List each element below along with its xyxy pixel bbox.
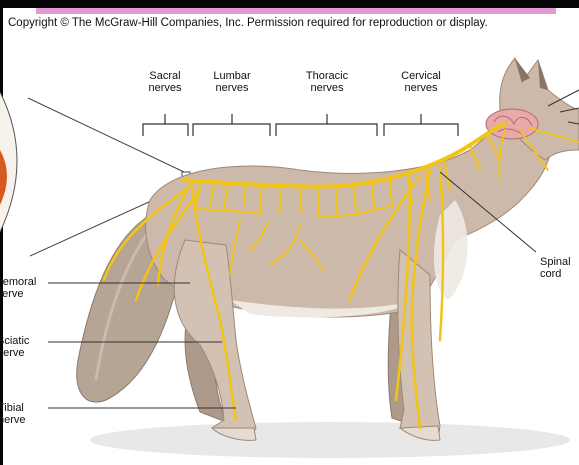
cervical-bracket: [384, 124, 458, 136]
cervical-nerves-label: Cervical nerves: [386, 70, 456, 94]
thoracic-bracket: [276, 124, 377, 136]
tibial-nerve-label: Tibial nerve: [0, 402, 58, 426]
floor-shadow: [90, 422, 570, 458]
lumbar-nerves-label: Lumbar nerves: [200, 70, 264, 94]
brain: [486, 109, 538, 139]
sacral-bracket: [143, 124, 188, 136]
inset-zoom-line-top: [28, 98, 184, 172]
spinal-cord-label: Spinal cord: [540, 256, 579, 280]
thoracic-nerves-label: Thoracic nerves: [292, 70, 362, 94]
femoral-nerve-label: Femoral nerve: [0, 276, 56, 300]
region-brackets: [143, 114, 458, 136]
sciatic-nerve-label: Sciatic nerve: [0, 335, 57, 359]
spinal-inset-circle: [0, 92, 17, 232]
sacral-nerves-label: Sacral nerves: [133, 70, 197, 94]
lumbar-bracket: [193, 124, 270, 136]
